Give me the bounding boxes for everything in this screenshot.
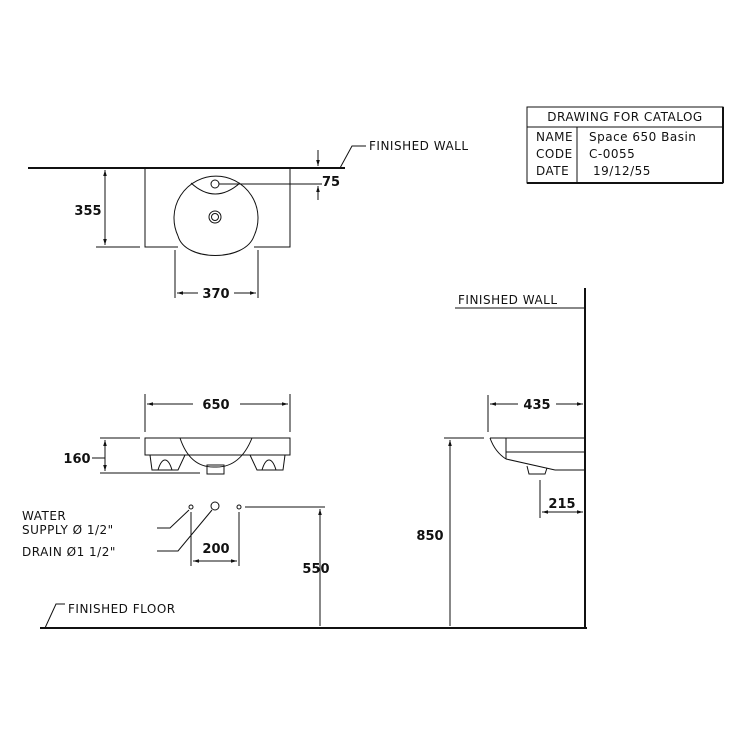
name-label: NAME: [536, 130, 573, 144]
side-view: FINISHED WALL 435 215 850: [416, 288, 586, 628]
water-supply-label-2: SUPPLY Ø 1/2": [22, 523, 114, 537]
title-block-heading: DRAWING FOR CATALOG: [547, 110, 702, 124]
water-supply-label-1: WATER: [22, 509, 66, 523]
dim-550: 550: [302, 562, 329, 577]
title-block: DRAWING FOR CATALOG NAME Space 650 Basin…: [526, 106, 724, 184]
dim-160: 160: [63, 452, 90, 467]
code-label: CODE: [536, 147, 573, 161]
date-value: 19/12/55: [593, 164, 651, 178]
drain-label: DRAIN Ø1 1/2": [22, 545, 116, 559]
water-supply-right-icon: [236, 504, 242, 510]
finished-wall-top-label: FINISHED WALL: [369, 139, 469, 153]
dim-215: 215: [548, 497, 575, 512]
dim-75: 75: [322, 175, 340, 190]
plan-view: FINISHED WALL 355 75 370: [28, 139, 469, 302]
dim-435: 435: [523, 398, 550, 413]
finished-floor-label: FINISHED FLOOR: [68, 602, 176, 616]
dim-355: 355: [74, 204, 101, 219]
dim-850: 850: [416, 529, 443, 544]
code-value: C-0055: [589, 147, 635, 161]
drain-hole-icon: [208, 210, 222, 224]
drain-outlet-icon: [210, 501, 220, 511]
tap-hole-icon: [210, 179, 220, 189]
dim-200: 200: [202, 542, 229, 557]
front-view: 650 160 550 200 WATER SUPPLY Ø 1/2" DRAI…: [22, 394, 330, 626]
date-label: DATE: [536, 164, 569, 178]
dim-370: 370: [202, 287, 229, 302]
water-supply-left-icon: [188, 504, 194, 510]
name-value: Space 650 Basin: [589, 130, 696, 144]
finished-wall-side-label: FINISHED WALL: [458, 293, 558, 307]
dim-650: 650: [202, 398, 229, 413]
